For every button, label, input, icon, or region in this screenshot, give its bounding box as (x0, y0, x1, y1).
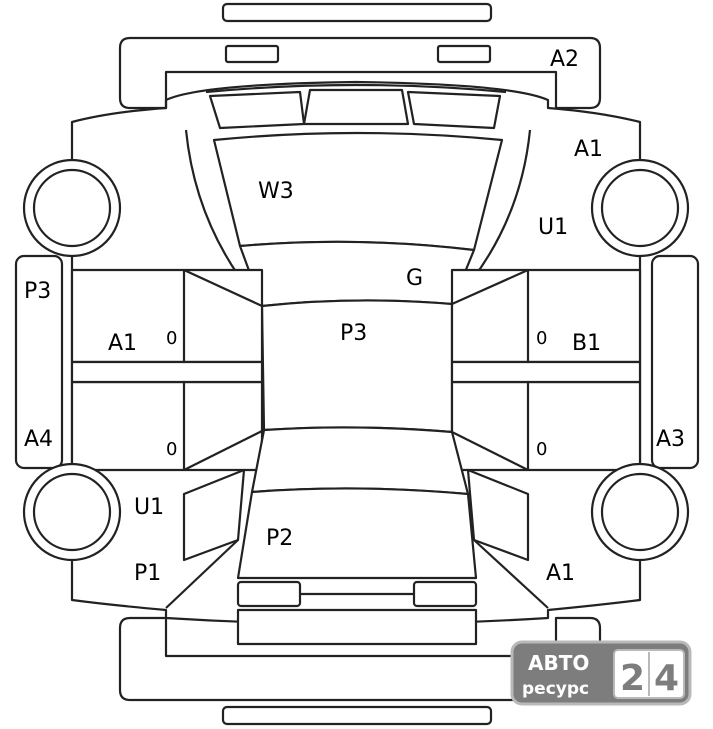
label-left-rear-quarter: P1 (134, 561, 161, 586)
label-right-rear-quarter: A1 (546, 561, 575, 586)
rear-light-left (224, 44, 280, 64)
left-rocker-panel (14, 254, 64, 470)
car-body-outline (70, 80, 642, 626)
label-right-front-door: B1 (572, 331, 601, 356)
left-front-door-panel (70, 268, 264, 364)
rear-light-right (436, 44, 492, 64)
watermark-line2: ресурс (522, 679, 589, 699)
door-handle-right-front: 0 (536, 328, 547, 349)
left-sill (70, 360, 264, 384)
watermark-logo: АВТО ресурс 2 4 (510, 640, 692, 706)
wheel-rear-left (22, 158, 122, 258)
label-windshield: W3 (258, 179, 294, 204)
top-bumper-strip (221, 2, 493, 23)
left-rear-quarter-panel (182, 468, 246, 562)
front-light-left (236, 580, 302, 608)
wheel-rear-right (590, 158, 690, 258)
label-trunk: P2 (266, 526, 293, 551)
label-right-front-fender: A1 (574, 137, 603, 162)
door-handle-left-rear: 0 (166, 439, 177, 460)
rear-glass-left (208, 90, 306, 130)
right-rocker-panel (650, 254, 700, 470)
label-rear-bumper: A2 (550, 47, 579, 72)
label-left-rear-rocker: A4 (24, 427, 53, 452)
label-right-rear-rocker: A3 (656, 427, 685, 452)
label-right-front-apron: U1 (538, 215, 568, 240)
rear-glass-frame (205, 83, 507, 94)
right-front-window (451, 268, 529, 306)
door-handle-right-rear: 0 (536, 439, 547, 460)
label-roof: P3 (340, 321, 367, 346)
trunk-panel (250, 426, 470, 496)
front-grille-box (236, 608, 478, 646)
label-left-front-door: A1 (108, 331, 137, 356)
right-rear-window (451, 431, 529, 471)
front-light-right (412, 580, 478, 608)
right-rear-quarter-panel (466, 468, 530, 562)
rear-deck (236, 487, 478, 580)
wheel-front-left (22, 462, 122, 562)
hood-panel (238, 240, 476, 308)
label-hood: G (406, 266, 423, 291)
bottom-bumper-strip (221, 705, 493, 726)
rear-glass-right (406, 90, 502, 130)
right-rear-door-panel (450, 380, 642, 472)
watermark-line1: АВТО (528, 651, 589, 675)
label-left-rear-fender: U1 (134, 495, 164, 520)
left-rear-window (183, 429, 265, 471)
wheel-front-right (590, 462, 690, 562)
rear-bumper-outline (118, 36, 602, 110)
left-front-window (183, 269, 263, 307)
right-front-door-panel (450, 268, 642, 364)
right-rear-pillar (473, 539, 549, 609)
door-handle-left-front: 0 (166, 328, 177, 349)
label-left-front-rocker: P3 (24, 279, 51, 304)
right-sill (450, 360, 642, 384)
left-rear-door-panel (70, 380, 264, 472)
rear-glass-center (302, 88, 410, 126)
front-bumper-outline (118, 616, 602, 702)
watermark-digit-2: 4 (654, 658, 679, 699)
left-rear-pillar (165, 539, 239, 609)
watermark-digit-1: 2 (620, 658, 645, 699)
